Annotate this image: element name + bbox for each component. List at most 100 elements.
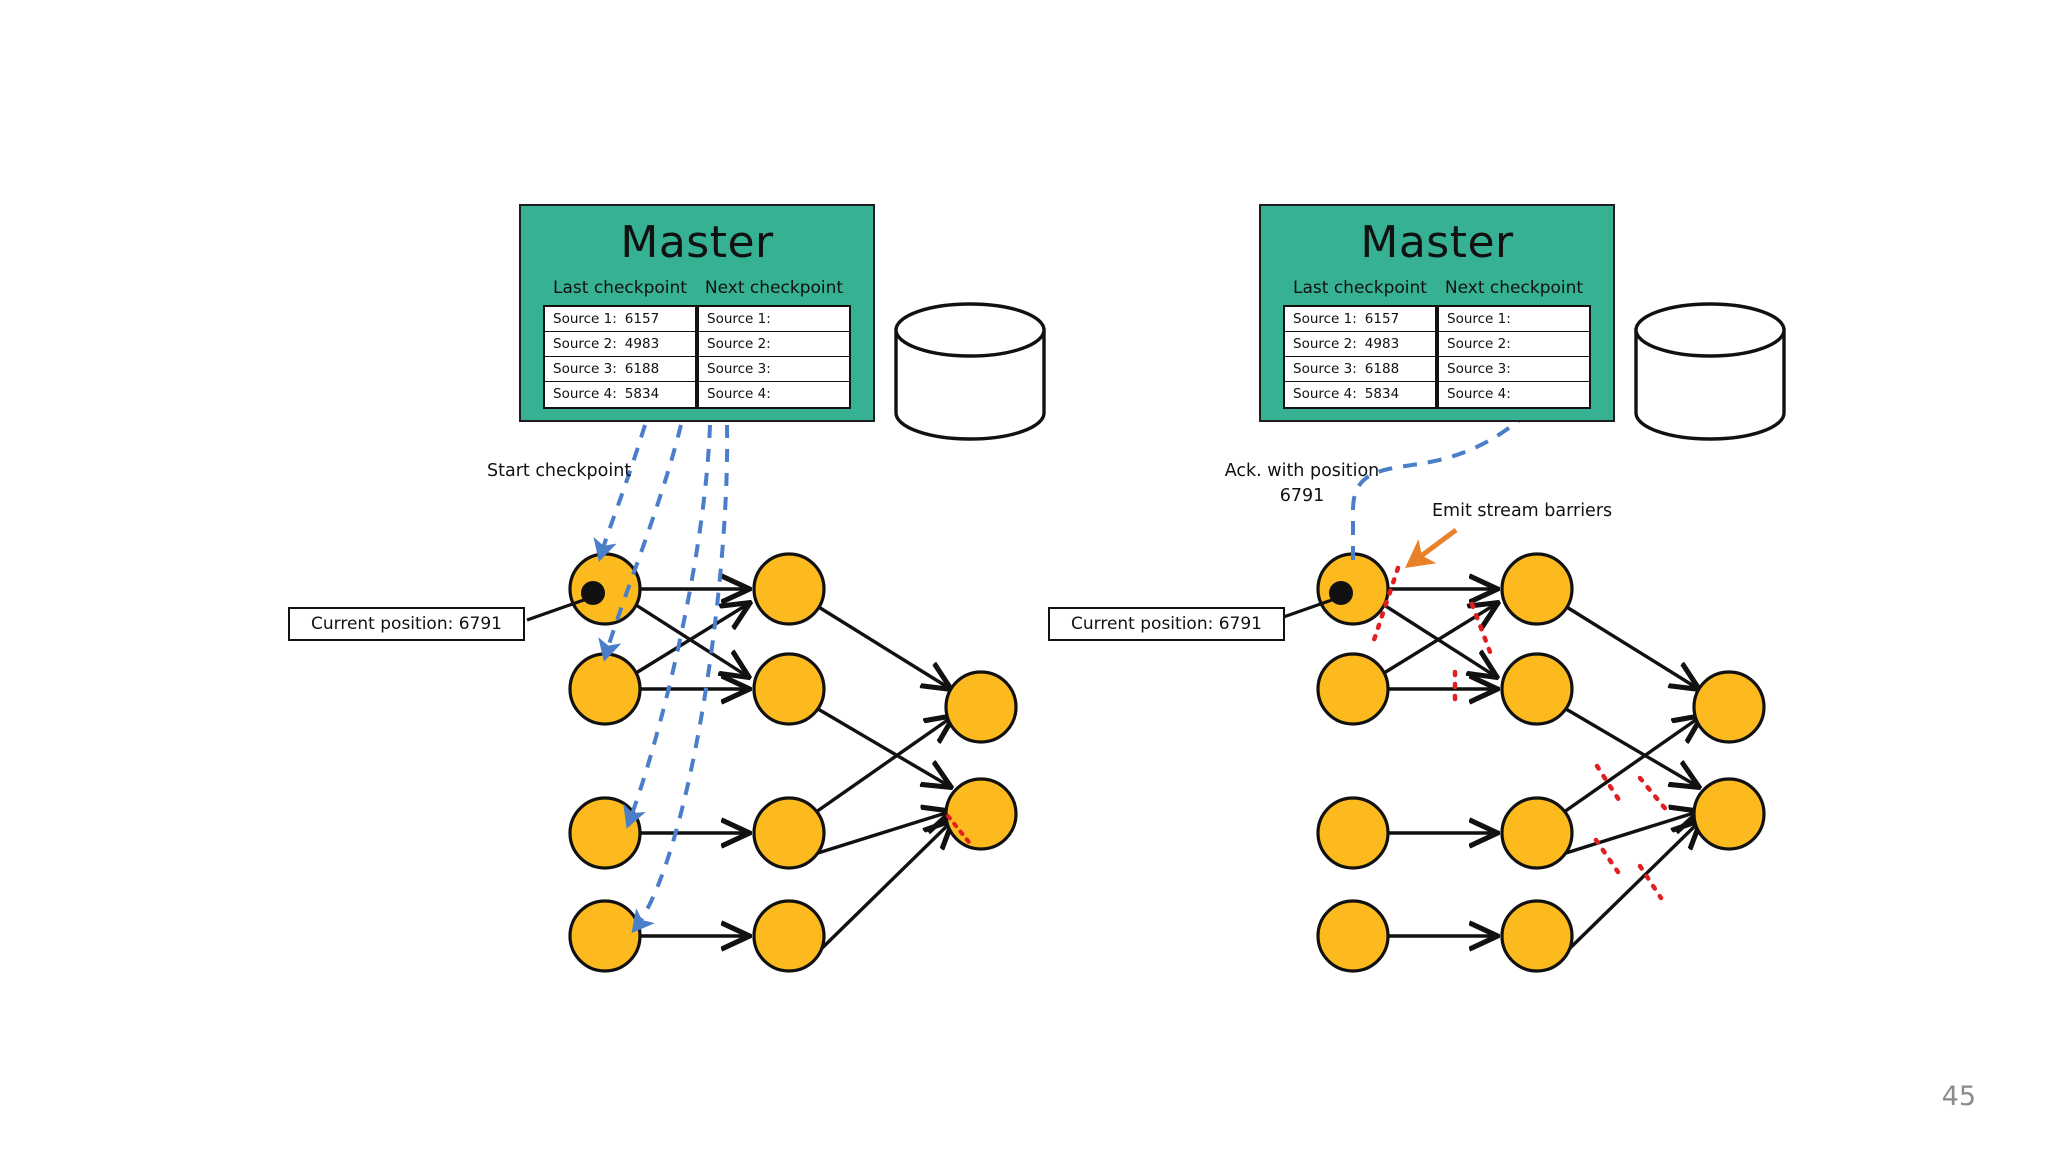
left-storage-cylinder: [894, 302, 1046, 441]
source-node-3[interactable]: [1316, 796, 1390, 870]
right-next-checkpoint-heading: Next checkpoint: [1444, 278, 1584, 299]
table-row: Source 3: 6188: [1285, 357, 1435, 383]
ack-position-label-line2: 6791: [1279, 486, 1325, 506]
right-edges-middle-to-sink: [1561, 604, 1700, 957]
left-next-checkpoint-heading: Next checkpoint: [704, 278, 844, 299]
left-last-checkpoint-column: Last checkpoint Source 1:6157 Source 2:4…: [543, 278, 697, 410]
right-last-checkpoint-heading: Last checkpoint: [1293, 278, 1427, 299]
left-checkpoint-columns: Last checkpoint Source 1:6157 Source 2:4…: [521, 278, 873, 410]
table-row: Source 2:: [699, 332, 849, 358]
left-edges-middle-to-sink: [813, 604, 952, 957]
right-next-checkpoint-column: Next checkpoint Source 1: Source 2: Sour…: [1437, 278, 1591, 410]
table-row: Source 1: 6157: [545, 307, 695, 333]
source-node-3[interactable]: [568, 796, 642, 870]
middle-node-1[interactable]: [752, 552, 826, 626]
right-edges-source-to-middle: [1383, 589, 1496, 936]
right-stream-barriers: [1371, 565, 1671, 901]
table-row: Source 4: 5834: [1285, 382, 1435, 407]
right-storage-cylinder: [1634, 302, 1786, 441]
row-label: Source 4:: [1447, 386, 1511, 403]
row-value: 6188: [1364, 361, 1400, 378]
middle-node-2[interactable]: [752, 652, 826, 726]
left-current-position-box: Current position: 6791: [288, 607, 525, 641]
sink-node-1[interactable]: [944, 670, 1018, 744]
table-row: Source 4:: [1439, 382, 1589, 407]
source-node-1[interactable]: [1316, 552, 1390, 626]
middle-node-2[interactable]: [1500, 652, 1574, 726]
left-next-checkpoint-column: Next checkpoint Source 1: Source 2: Sour…: [697, 278, 851, 410]
left-master-title: Master: [620, 217, 774, 268]
row-label: Source 3:: [1293, 361, 1357, 378]
emit-stream-barriers-arrow: [1404, 527, 1458, 568]
left-middle-nodes: [752, 552, 826, 973]
right-middle-nodes: [1500, 552, 1574, 973]
right-current-position-marker: [1329, 581, 1353, 605]
source-node-4[interactable]: [1316, 899, 1390, 973]
sink-node-2[interactable]: [944, 777, 1018, 851]
left-next-checkpoint-table: Source 1: Source 2: Source 3: Source 4:: [697, 305, 851, 410]
table-row: Source 4: 5834: [545, 382, 695, 407]
row-label: Source 1:: [1447, 311, 1511, 328]
row-label: Source 1:: [1293, 311, 1357, 328]
right-checkpoint-columns: Last checkpoint Source 1: 6157 Source 2: 4…: [1261, 278, 1613, 410]
middle-node-3[interactable]: [1500, 796, 1574, 870]
row-label: Source 1:: [553, 311, 617, 328]
row-label: Source 3:: [1447, 361, 1511, 378]
right-current-position-box: Current position: 6791: [1048, 607, 1285, 641]
row-label: Source 1:: [707, 311, 771, 328]
table-row: Source 2: 4983: [1285, 332, 1435, 358]
source-node-2[interactable]: [568, 652, 642, 726]
left-current-position-marker: [581, 581, 605, 605]
middle-node-1[interactable]: [1500, 552, 1574, 626]
table-row: Source 3: 6188: [545, 357, 695, 383]
table-row: Source 1:: [699, 307, 849, 333]
row-label: Source 2:: [707, 336, 771, 353]
middle-node-4[interactable]: [752, 899, 826, 973]
table-row: Source 4:: [699, 382, 849, 407]
ack-position-label-line1: Ack. with position: [1224, 461, 1380, 481]
row-value: 6157: [1364, 311, 1400, 328]
table-row: Source 3:: [1439, 357, 1589, 383]
left-sink-nodes: [944, 670, 1018, 851]
middle-node-4[interactable]: [1500, 899, 1574, 973]
left-last-checkpoint-heading: Last checkpoint: [553, 278, 687, 299]
left-master-panel: Master Last checkpoint Source 1: 6157 Sou…: [519, 204, 875, 422]
left-source-nodes: [568, 552, 642, 973]
left-barrier-mark: [946, 814, 974, 848]
row-value: 6157: [624, 311, 660, 328]
left-dataflow-graph: [526, 302, 1046, 973]
row-value: 4983: [1364, 336, 1400, 353]
source-node-2[interactable]: [1316, 652, 1390, 726]
right-last-checkpoint-column: Last checkpoint Source 1: 6157 Source 2: 4…: [1283, 278, 1437, 410]
table-row: Source 1: 6157: [1285, 307, 1435, 333]
right-dataflow-graph: [1274, 302, 1786, 973]
middle-node-3[interactable]: [752, 796, 826, 870]
start-checkpoint-label: Start checkpoint: [487, 461, 632, 481]
table-row: Source 3:: [699, 357, 849, 383]
row-value: 5834: [624, 386, 660, 403]
left-edges-source-to-middle: [635, 589, 748, 936]
table-row: Source 1:: [1439, 307, 1589, 333]
row-label: Source 2:: [1293, 336, 1357, 353]
row-label: Source 4:: [1293, 386, 1357, 403]
left-last-checkpoint-table: Source 1:6157 Source 2:4983 Source 3:618…: [543, 305, 697, 410]
row-value: 6188: [624, 361, 660, 378]
right-master-panel: Master Last checkpoint Source 1:6157 Sou…: [1259, 204, 1615, 422]
row-label: Source 4:: [553, 386, 617, 403]
row-value: 5834: [1364, 386, 1400, 403]
right-source-nodes: [1316, 552, 1390, 973]
row-label: Source 3:: [707, 361, 771, 378]
row-label: Source 2:: [1447, 336, 1511, 353]
sink-node-2[interactable]: [1692, 777, 1766, 851]
right-next-checkpoint-table: Source 1: Source 2: Source 3: Source 4:: [1437, 305, 1591, 410]
row-label: Source 3:: [553, 361, 617, 378]
left-start-checkpoint-signals: [593, 424, 730, 934]
row-label: Source 4:: [707, 386, 771, 403]
row-label: Source 2:: [553, 336, 617, 353]
page-number: 45: [1941, 1081, 1976, 1112]
table-row: Source 2:: [1439, 332, 1589, 358]
source-node-4[interactable]: [568, 899, 642, 973]
sink-node-1[interactable]: [1692, 670, 1766, 744]
